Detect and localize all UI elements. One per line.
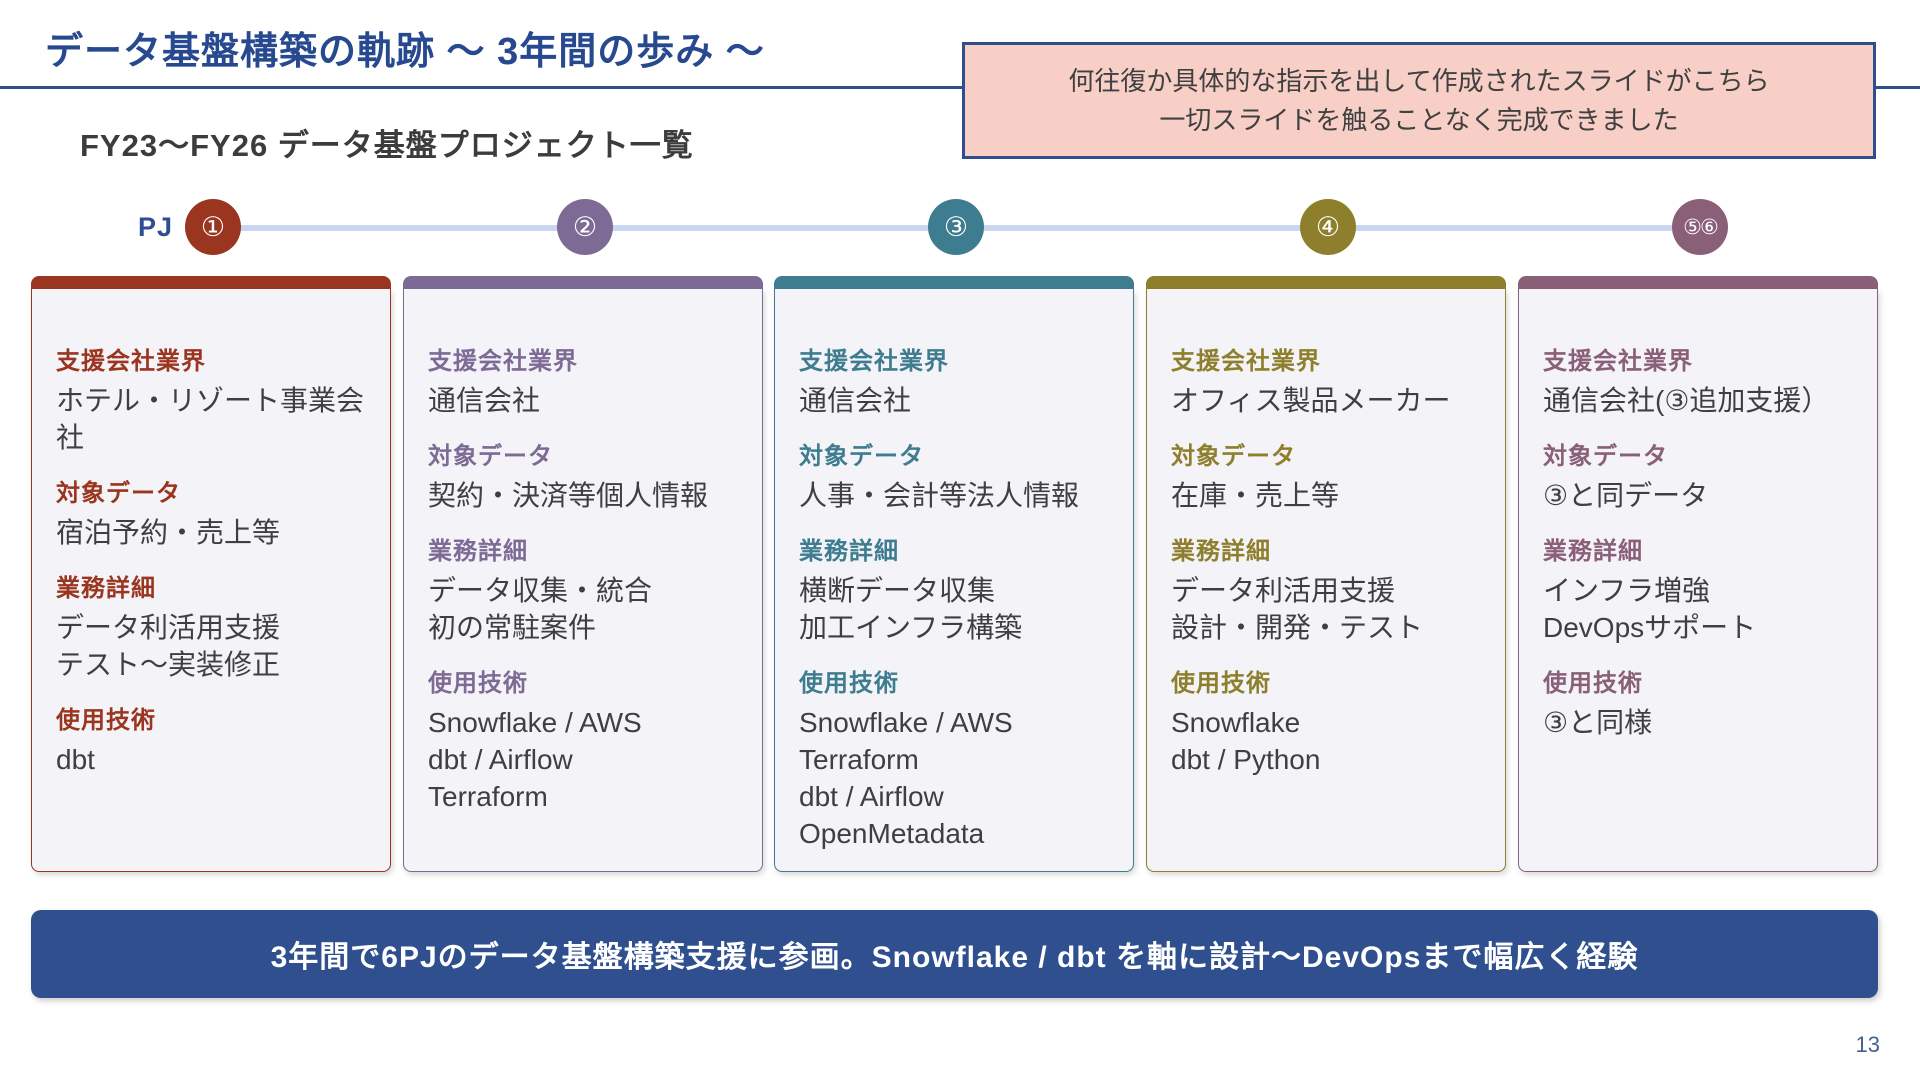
page-number: 13 [1855,1032,1880,1057]
timeline-node-2: ② [557,199,613,255]
field-work-value: 横断データ収集 加工インフラ構築 [799,574,1023,643]
field-industry-label: 支援会社業界 [1171,348,1321,375]
field-data-label: 対象データ [428,442,553,470]
field-work: 業務詳細 横断データ収集 加工インフラ構築 [799,531,1111,647]
project-card-4-header-bar [1146,276,1506,289]
project-card-5-6-header-bar [1518,276,1878,289]
field-data-value: 在庫・売上等 [1171,479,1340,511]
timeline-label: PJ [138,212,174,242]
field-data: 対象データ 在庫・売上等 [1171,436,1483,515]
field-data: 対象データ 契約・決済等個人情報 [428,436,740,515]
project-card-4: 支援会社業界 オフィス製品メーカー 対象データ 在庫・売上等 業務詳細 データ利… [1146,276,1506,872]
field-work-value: インフラ増強 DevOpsサポート [1543,574,1757,643]
field-work: 業務詳細 データ利活用支援 テスト～実装修正 [56,568,368,684]
field-industry: 支援会社業界 通信会社(③追加支援） [1543,341,1855,420]
project-card-5-6: 支援会社業界 通信会社(③追加支援） 対象データ ③と同データ 業務詳細 インフ… [1518,276,1878,872]
field-industry: 支援会社業界 オフィス製品メーカー [1171,341,1483,420]
field-work-label: 業務詳細 [428,537,528,565]
project-card-2-body: 支援会社業界 通信会社 対象データ 契約・決済等個人情報 業務詳細 データ収集・… [403,289,763,872]
timeline-node-5-6-number: ⑤⑥ [1683,215,1719,239]
project-card-2-header-bar [403,276,763,289]
summary-banner: 3年間で6PJのデータ基盤構築支援に参画。Snowflake / dbt を軸に… [31,910,1878,998]
field-tech-value: Snowflake dbt / Python [1171,706,1321,775]
field-tech: 使用技術 ③と同様 [1543,663,1855,742]
field-work-label: 業務詳細 [1171,537,1271,565]
field-industry: 支援会社業界 通信会社 [799,341,1111,420]
field-industry: 支援会社業界 ホテル・リゾート事業会社 [56,341,368,457]
project-card-1: 支援会社業界 ホテル・リゾート事業会社 対象データ 宿泊予約・売上等 業務詳細 … [31,276,391,872]
field-industry-label: 支援会社業界 [1543,348,1693,375]
field-data-value: 契約・決済等個人情報 [428,479,709,511]
field-work: 業務詳細 データ利活用支援 設計・開発・テスト [1171,531,1483,647]
title-underline [0,86,1920,89]
project-card-3-body: 支援会社業界 通信会社 対象データ 人事・会計等法人情報 業務詳細 横断データ収… [774,289,1134,872]
field-data-label: 対象データ [1171,442,1296,470]
field-data-value: 宿泊予約・売上等 [56,516,281,548]
field-work: 業務詳細 インフラ増強 DevOpsサポート [1543,531,1855,647]
timeline-node-3: ③ [928,199,984,255]
timeline-node-1: ① [185,199,241,255]
field-tech-value: Snowflake / AWS Terraform dbt / Airflow … [799,706,1013,849]
slide-title: データ基盤構築の軌跡 ～ 3年間の歩み ～ [45,31,765,73]
field-industry-value: 通信会社(③追加支援） [1543,385,1830,416]
field-tech-label: 使用技術 [428,669,528,697]
field-industry-value: 通信会社 [799,385,912,416]
field-data: 対象データ ③と同データ [1543,436,1855,515]
field-work-value: データ収集・統合 初の常駐案件 [428,574,653,643]
timeline-node-3-number: ③ [943,211,969,242]
project-card-1-body: 支援会社業界 ホテル・リゾート事業会社 対象データ 宿泊予約・売上等 業務詳細 … [31,289,391,872]
callout-line-1: 何往復か具体的な指示を出して作成されたスライドがこちら [1068,65,1770,96]
field-data: 対象データ 人事・会計等法人情報 [799,436,1111,515]
field-industry-label: 支援会社業界 [56,348,206,375]
field-work: 業務詳細 データ収集・統合 初の常駐案件 [428,531,740,647]
field-data-value: ③と同データ [1543,479,1709,511]
summary-banner-text: 3年間で6PJのデータ基盤構築支援に参画。Snowflake / dbt を軸に… [270,941,1639,974]
field-data: 対象データ 宿泊予約・売上等 [56,473,368,552]
field-tech-label: 使用技術 [1171,669,1271,697]
field-tech-value: Snowflake / AWS dbt / Airflow Terraform [428,706,642,812]
field-work-label: 業務詳細 [799,537,899,565]
project-card-1-header-bar [31,276,391,289]
project-card-3-header-bar [774,276,1134,289]
field-data-value: 人事・会計等法人情報 [799,479,1080,511]
field-tech-label: 使用技術 [56,706,156,734]
timeline-node-2-number: ② [572,211,598,242]
field-tech: 使用技術 Snowflake / AWS dbt / Airflow Terra… [428,663,740,816]
field-work-label: 業務詳細 [56,574,156,602]
field-tech-value: ③と同様 [1543,706,1653,738]
field-industry-value: 通信会社 [428,385,541,416]
field-industry: 支援会社業界 通信会社 [428,341,740,420]
field-industry-label: 支援会社業界 [428,348,578,375]
section-heading: FY23～FY26 データ基盤プロジェクト一覧 [80,128,694,163]
field-industry-label: 支援会社業界 [799,348,949,375]
field-tech: 使用技術 Snowflake / AWS Terraform dbt / Air… [799,663,1111,853]
project-card-4-body: 支援会社業界 オフィス製品メーカー 対象データ 在庫・売上等 業務詳細 データ利… [1146,289,1506,872]
callout-line-2: 一切スライドを触ることなく完成できました [1159,104,1679,135]
field-industry-value: オフィス製品メーカー [1171,385,1451,416]
field-data-label: 対象データ [56,479,181,507]
timeline-node-4: ④ [1300,199,1356,255]
timeline-node-5-6: ⑤⑥ [1672,199,1728,255]
project-card-3: 支援会社業界 通信会社 対象データ 人事・会計等法人情報 業務詳細 横断データ収… [774,276,1134,872]
field-tech-value: dbt [56,743,95,775]
project-card-5-6-body: 支援会社業界 通信会社(③追加支援） 対象データ ③と同データ 業務詳細 インフ… [1518,289,1878,872]
annotation-callout: 何往復か具体的な指示を出して作成されたスライドがこちら 一切スライドを触ることな… [962,42,1876,159]
field-tech-label: 使用技術 [1543,669,1643,697]
field-work-value: データ利活用支援 設計・開発・テスト [1171,574,1424,643]
field-data-label: 対象データ [1543,442,1668,470]
timeline-node-4-number: ④ [1315,211,1341,242]
timeline-node-1-number: ① [200,211,226,242]
field-data-label: 対象データ [799,442,924,470]
project-card-2: 支援会社業界 通信会社 対象データ 契約・決済等個人情報 業務詳細 データ収集・… [403,276,763,872]
field-work-value: データ利活用支援 テスト～実装修正 [56,611,281,680]
field-industry-value: ホテル・リゾート事業会社 [56,385,365,453]
field-tech: 使用技術 Snowflake dbt / Python [1171,663,1483,779]
field-tech-label: 使用技術 [799,669,899,697]
field-tech: 使用技術 dbt [56,700,368,779]
field-work-label: 業務詳細 [1543,537,1643,565]
